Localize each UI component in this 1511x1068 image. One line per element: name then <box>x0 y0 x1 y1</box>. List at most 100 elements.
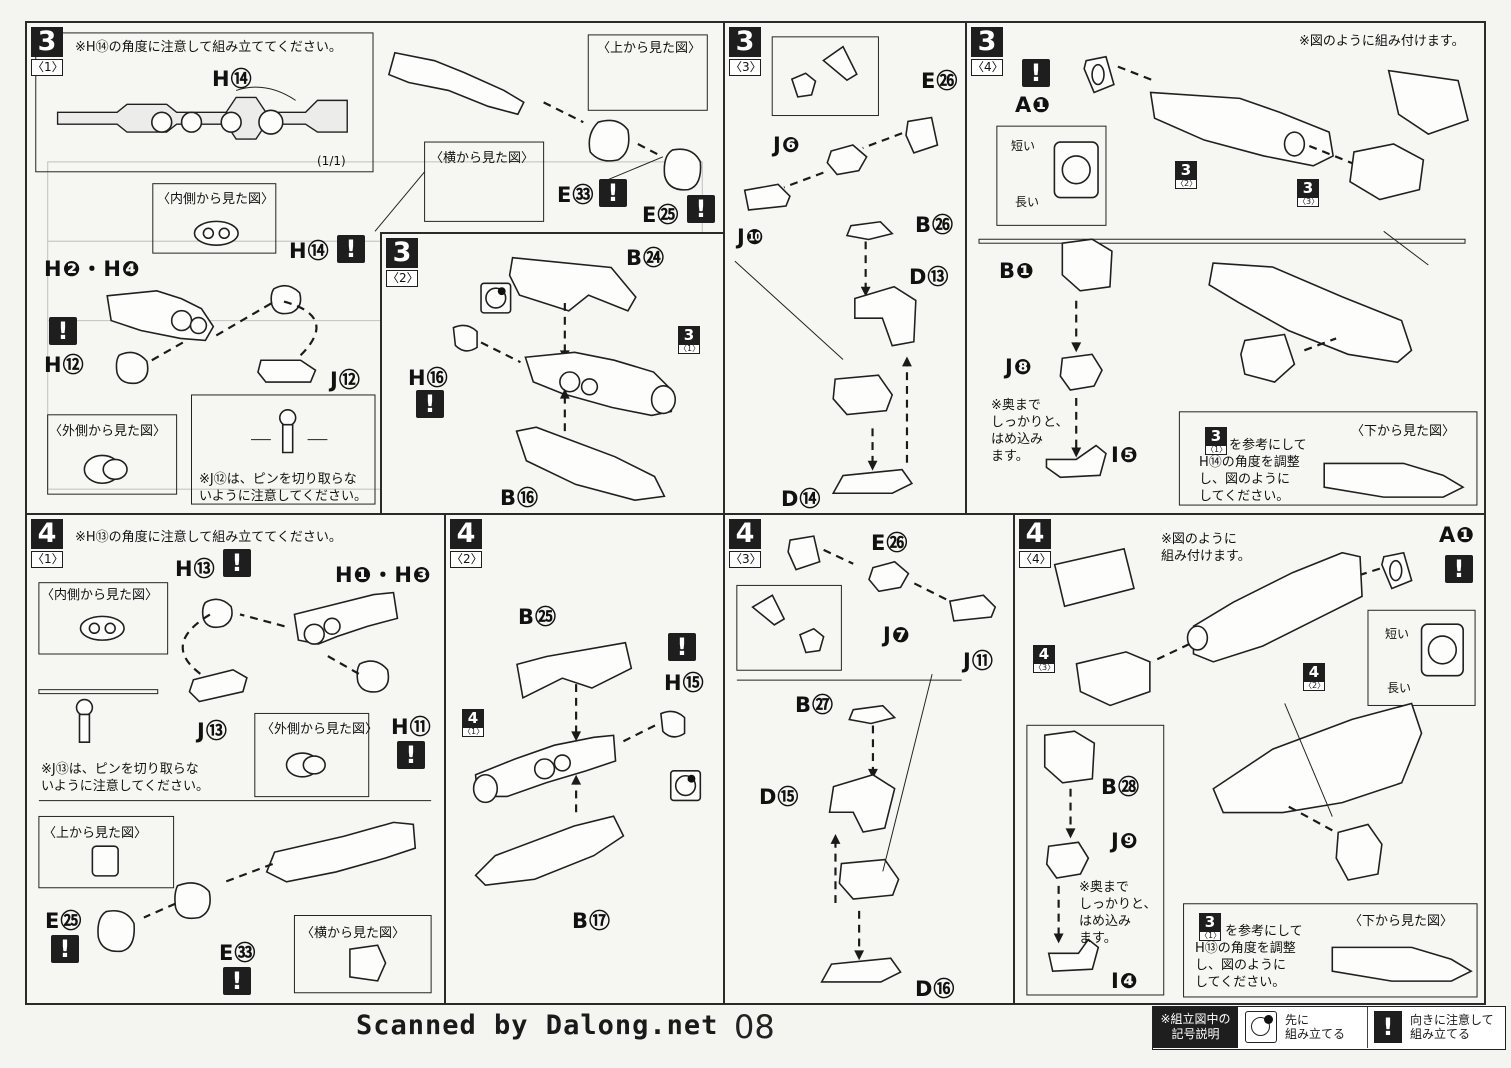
part-label-j6: J❻ <box>773 133 801 157</box>
substep-number: 〈3〉 <box>729 551 762 568</box>
part-label-i5: I❺ <box>1111 443 1139 467</box>
panel-step-4-3: 4 〈3〉 E㉖ J❼ J⑪ B㉗ D⑮ D⑯ <box>723 513 1015 1005</box>
inset-title-outer: 〈外側から見た図〉 <box>261 722 379 737</box>
push-in-note: ※奥まで しっかりと、 はめ込み ます。 <box>1079 880 1157 946</box>
step-number: 3 <box>31 27 63 57</box>
short-side-label: 短い <box>1385 627 1410 641</box>
part-label-d13: D⑬ <box>909 265 950 289</box>
step-reference: 3 〈1〉 <box>678 326 701 354</box>
part-label-j9: J❾ <box>1111 829 1139 853</box>
substep-number: 〈4〉 <box>971 59 1004 76</box>
substep-number: 〈3〉 <box>729 59 762 76</box>
substep-number: 〈2〉 <box>450 551 483 568</box>
step-4-1-diagram <box>38 582 432 994</box>
step-3-1-diagram <box>35 32 708 505</box>
inset-title-inner: 〈内側から見た図〉 <box>41 588 159 603</box>
substep-number: 〈4〉 <box>1019 551 1052 568</box>
step-4-2-diagram <box>472 641 702 887</box>
inset-title-outer: 〈外側から見た図〉 <box>49 424 167 439</box>
part-label-j11: J⑪ <box>963 649 994 673</box>
exclamation-icon: ! <box>397 741 425 769</box>
part-label-d14: D⑭ <box>781 487 822 511</box>
part-label-h16: H⑯ <box>408 366 449 390</box>
short-side-label: 短い <box>1011 139 1036 153</box>
exclamation-icon: ! <box>1374 1011 1402 1043</box>
part-label-e33: E㉝ <box>557 183 595 207</box>
step-reference: 3 〈3〉 <box>1297 179 1320 207</box>
part-label-i4: I❹ <box>1111 969 1139 993</box>
push-in-note: ※奥まで しっかりと、 はめ込み ます。 <box>991 398 1069 464</box>
inset-title-side: 〈横から見た図〉 <box>430 151 535 166</box>
step-reference: 4 〈1〉 <box>462 709 485 737</box>
step-number: 3 <box>386 238 418 268</box>
part-label-e25: E㉕ <box>45 909 83 933</box>
angle-note: ※H⑭の角度に注意して組み立ててください。 <box>75 40 342 55</box>
angle-note: ※H⑬の角度に注意して組み立ててください。 <box>75 530 342 545</box>
part-label-b28: B㉘ <box>1101 775 1141 799</box>
scan-credit: Scanned by Dalong.net <box>356 1010 719 1041</box>
step-number: 4 <box>729 519 761 549</box>
part-label-h12: H⑫ <box>44 353 85 377</box>
part-label-b26: B㉖ <box>915 213 955 237</box>
page-number: 08 <box>734 1008 775 1046</box>
exclamation-icon: ! <box>599 179 627 207</box>
inset-title-inner: 〈内側から見た図〉 <box>157 192 275 207</box>
step-number: 4 <box>1019 519 1051 549</box>
part-label-a1: A❶ <box>1015 93 1052 117</box>
part-label-h13: H⑬ <box>175 557 216 581</box>
part-label-e33: E㉝ <box>219 941 257 965</box>
scale-label: (1/1) <box>317 154 346 168</box>
exclamation-icon: ! <box>337 235 365 263</box>
part-label-b1: B❶ <box>999 259 1035 283</box>
part-label-j12: J⑫ <box>330 368 361 392</box>
inset-title-bottom: 〈下から見た図〉 <box>1351 424 1456 439</box>
step-reference: 4 〈3〉 <box>1033 645 1056 673</box>
panel-step-4-1: 4 〈1〉 ※H⑬の角度に注意して組み立ててください。 H⑬ ! H❶・H❸ 〈… <box>25 513 446 1005</box>
exclamation-icon: ! <box>687 195 715 223</box>
panel-step-4-4: 4 〈4〉 ※図のように 組み付けます。 A❶ ! 短い 長い 4 〈3〉 4 … <box>1013 513 1486 1005</box>
exclamation-icon: ! <box>1445 555 1473 583</box>
inset-title-side: 〈横から見た図〉 <box>301 926 406 941</box>
assembly-note: ※図のように組み付けます。 <box>1299 34 1465 49</box>
substep-number: 〈1〉 <box>31 59 64 76</box>
part-label-d16: D⑯ <box>915 977 956 1001</box>
part-label-h15: H⑮ <box>664 671 705 695</box>
part-label-e26: E㉖ <box>921 69 959 93</box>
exclamation-icon: ! <box>49 317 77 345</box>
part-label-b16: B⑯ <box>500 486 540 510</box>
part-label-h14-scale: H⑭ <box>212 67 253 91</box>
step-number: 3 <box>729 27 761 57</box>
inset-title-bottom: 〈下から見た図〉 <box>1349 914 1454 929</box>
part-label-a1: A❶ <box>1439 523 1476 547</box>
pin-note: ※J⑬は、ピンを切り取らな いように注意してください。 <box>41 762 209 794</box>
step-4-3-diagram <box>736 535 997 983</box>
inset-title-top: 〈上から見た図〉 <box>43 826 148 841</box>
legend-mind-orientation-text: 向きに注意して 組み立てる <box>1410 1013 1494 1041</box>
legend-assemble-first-text: 先に 組み立てる <box>1285 1013 1346 1041</box>
exclamation-icon: ! <box>223 967 251 995</box>
pin-note: ※J⑫は、ピンを切り取らな いように注意してください。 <box>199 472 367 504</box>
part-label-b17: B⑰ <box>572 909 612 933</box>
exclamation-icon: ! <box>223 549 251 577</box>
step-reference: 3 〈2〉 <box>1175 161 1198 189</box>
long-side-label: 長い <box>1015 195 1040 209</box>
legend-header: ※組立図中の 記号説明 <box>1153 1007 1238 1048</box>
part-label-h1-h3: H❶・H❸ <box>335 563 432 587</box>
legend-assemble-first: 先に 組み立てる <box>1239 1007 1368 1048</box>
step-3-2-diagram <box>452 256 677 501</box>
adjust-note: を参考にして H⑭の角度を調整 し、図のように してください。 <box>1199 438 1307 504</box>
symbol-legend: ※組立図中の 記号説明 先に 組み立てる ! 向きに注意して 組み立てる <box>1152 1006 1506 1050</box>
part-label-j10: J❿ <box>737 225 765 249</box>
step-reference: 4 〈2〉 <box>1303 663 1326 691</box>
step-3-4-diagram <box>978 55 1478 506</box>
part-label-j8: J❽ <box>1005 355 1033 379</box>
step-number: 3 <box>971 27 1003 57</box>
panel-step-3-3: 3 〈3〉 E㉖ J❻ J❿ B㉖ D⑬ D⑭ <box>723 21 967 515</box>
part-label-b25: B㉕ <box>518 605 558 629</box>
step-number: 4 <box>450 519 482 549</box>
substep-number: 〈1〉 <box>31 551 64 568</box>
step-number: 4 <box>31 519 63 549</box>
part-label-h2-h4: H❷・H❹ <box>44 257 141 281</box>
step-reference: 3 〈1〉 <box>1205 427 1228 455</box>
